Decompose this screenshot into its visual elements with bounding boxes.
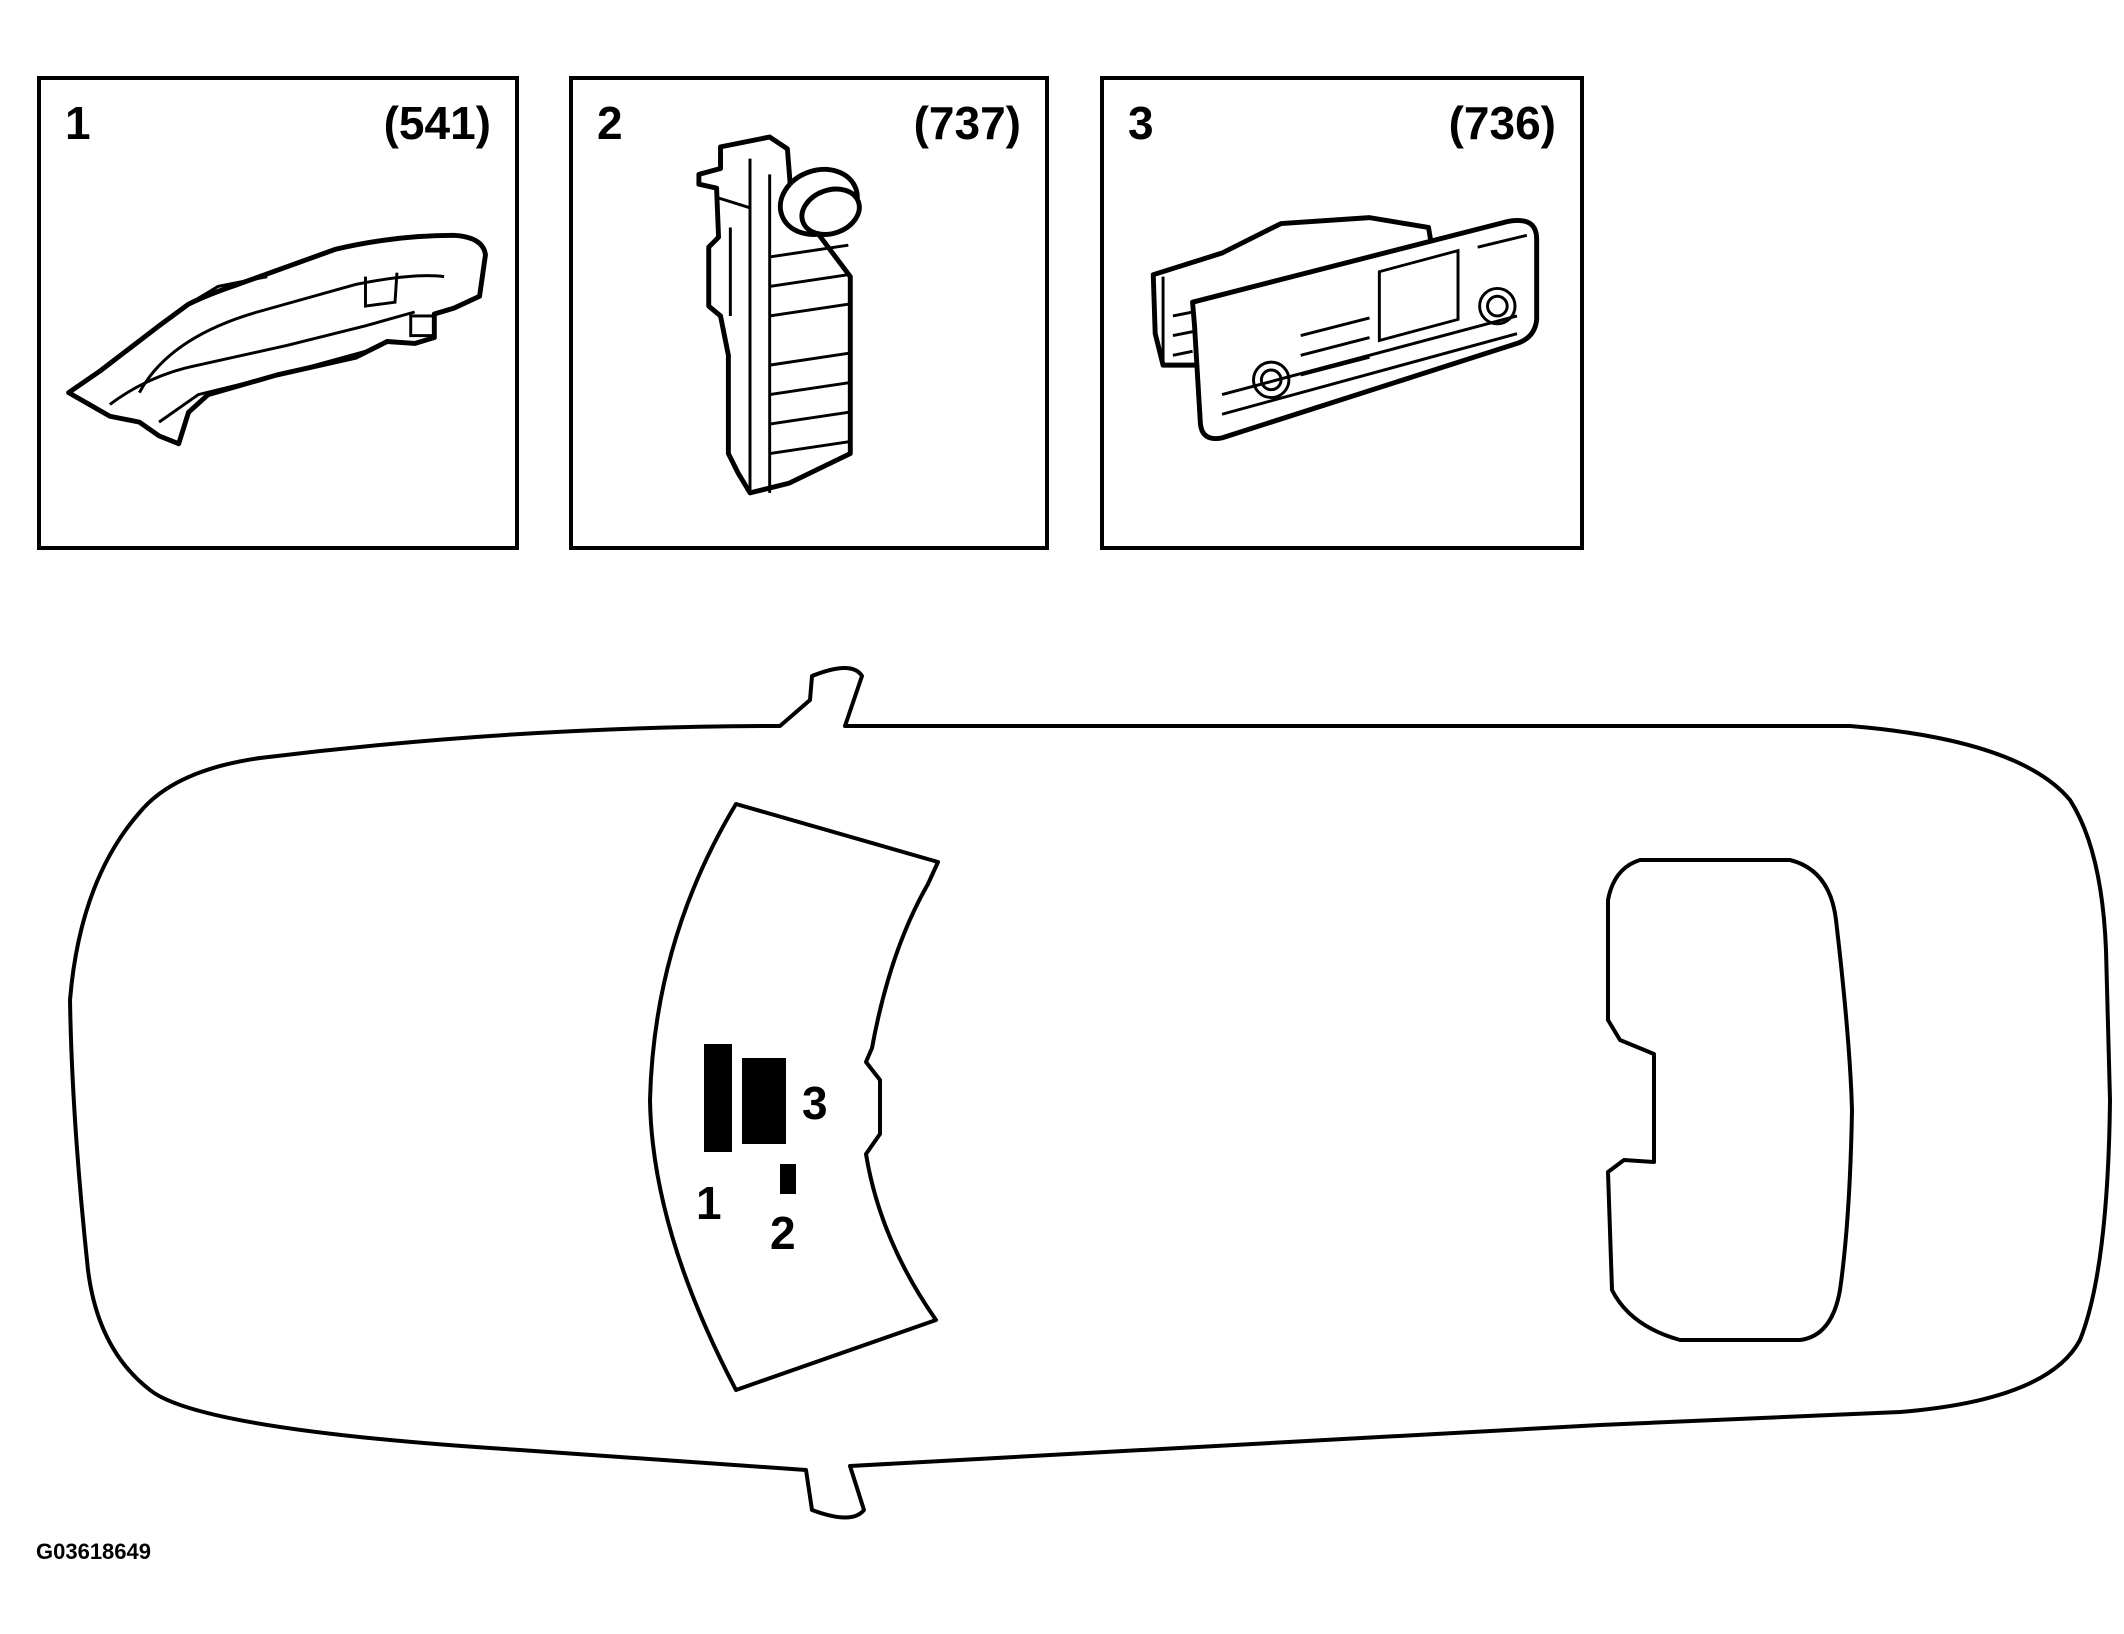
- interior-light-unit-icon: [66, 232, 488, 447]
- component-panel-3: 3 (736): [1100, 76, 1584, 550]
- component-panel-2: 2 (737): [569, 76, 1049, 550]
- location-label-1: 1: [696, 1177, 722, 1229]
- climate-control-panel-icon: [1150, 215, 1540, 441]
- location-label-2: 2: [770, 1207, 796, 1259]
- location-marker-3: [742, 1058, 786, 1144]
- light-switch-module-icon: [696, 134, 862, 496]
- panel-number: 1: [65, 97, 91, 149]
- rear-window-outline: [1606, 858, 1854, 1342]
- location-marker-2: [780, 1164, 796, 1194]
- panel-number: 3: [1128, 97, 1154, 149]
- panel-code: (736): [1448, 97, 1556, 149]
- figure-id: G03618649: [36, 1539, 151, 1564]
- windshield-outline: [648, 802, 940, 1392]
- location-marker-1: [704, 1044, 732, 1152]
- component-panel-1: 1 (541): [37, 76, 519, 550]
- panel-number: 2: [597, 97, 623, 149]
- panel-code: (737): [913, 97, 1021, 149]
- car-body-outline: [68, 666, 2112, 1520]
- location-label-3: 3: [802, 1077, 828, 1129]
- panel-code: (541): [383, 97, 491, 149]
